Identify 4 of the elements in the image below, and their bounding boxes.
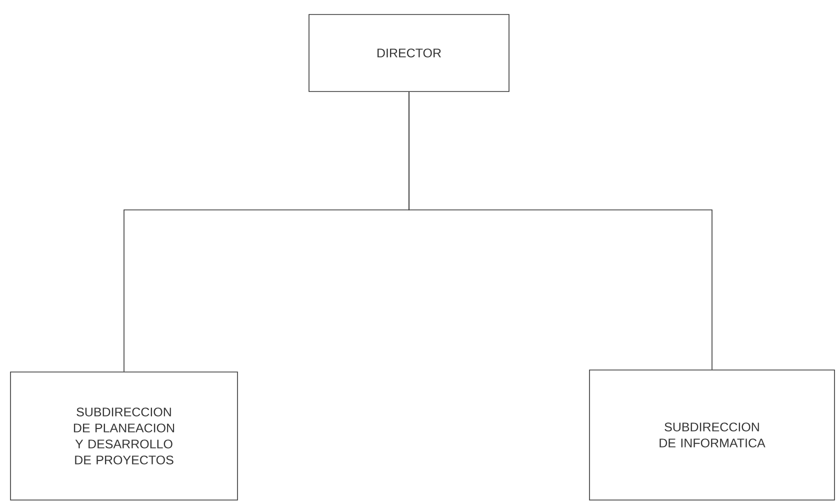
- connector-line: [408, 92, 712, 370]
- org-box: SUBDIRECCION DE PLANEACION Y DESARROLLO DE PROYECTOS: [10, 372, 238, 500]
- org-box: SUBDIRECCION DE INFORMATICA: [589, 370, 835, 500]
- org-box: DIRECTOR: [308, 14, 510, 92]
